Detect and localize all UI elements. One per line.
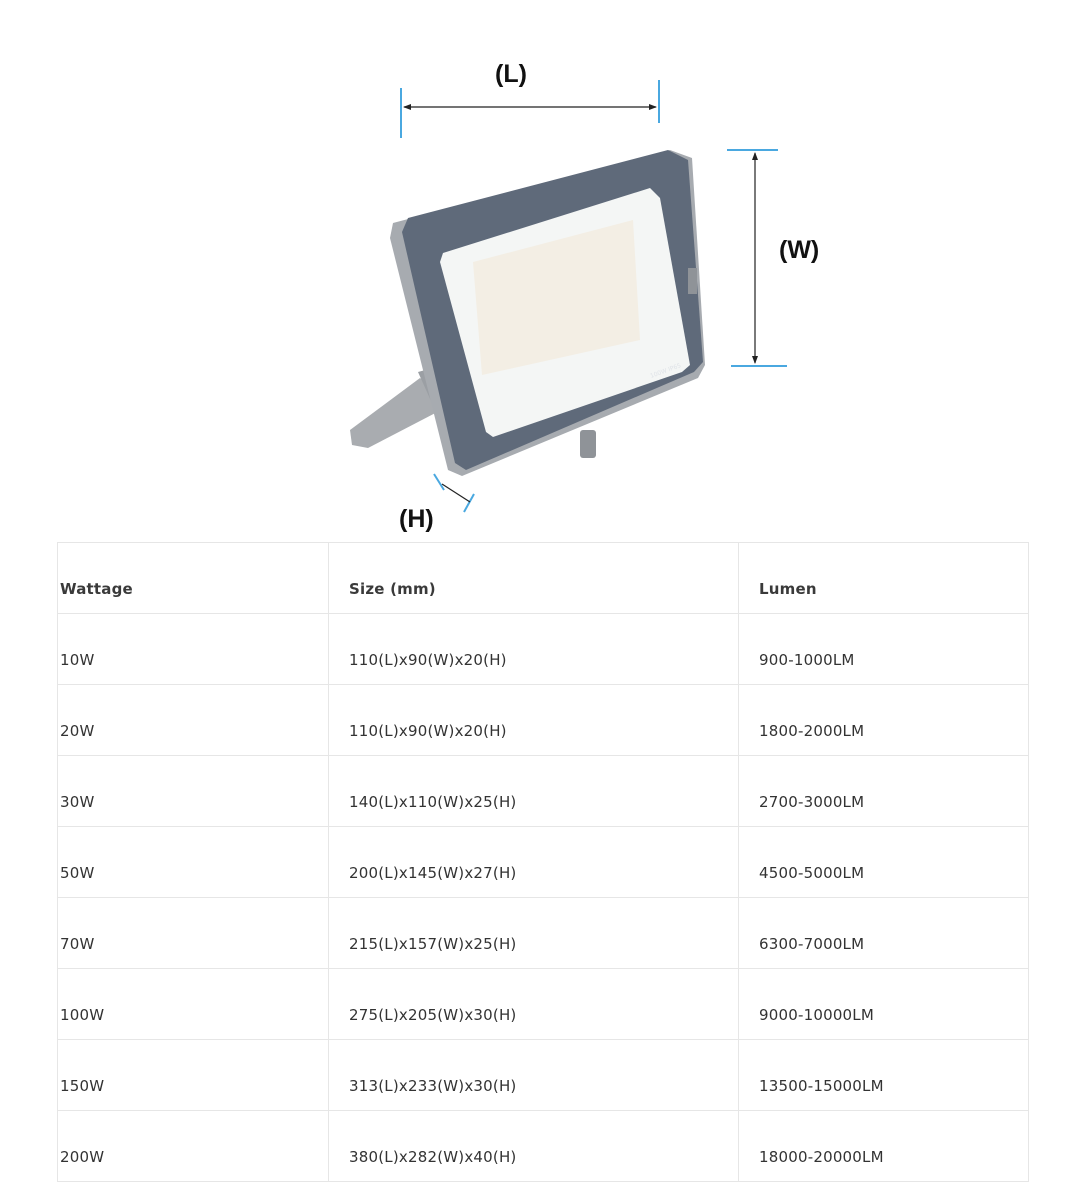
side-screw <box>688 268 697 294</box>
cell-lumen: 2700-3000LM <box>738 755 1029 827</box>
cell-wattage: 30W <box>57 755 329 827</box>
header-size: Size (mm) <box>328 542 739 614</box>
cell-wattage: 50W <box>57 826 329 898</box>
cell-lumen: 1800-2000LM <box>738 684 1029 756</box>
cell-wattage: 100W <box>57 968 329 1040</box>
height-dimension <box>433 473 475 513</box>
cell-size: 380(L)x282(W)x40(H) <box>328 1110 739 1182</box>
cell-size: 313(L)x233(W)x30(H) <box>328 1039 739 1111</box>
cell-size: 200(L)x145(W)x27(H) <box>328 826 739 898</box>
product-dimension-figure: 100W IP65 (L) (W) (H) <box>0 0 1080 540</box>
length-label: (L) <box>495 60 527 88</box>
table-header-row: Wattage Size (mm) Lumen <box>57 542 1029 614</box>
header-lumen: Lumen <box>738 542 1029 614</box>
width-label: (W) <box>779 236 820 264</box>
cell-wattage: 150W <box>57 1039 329 1111</box>
cable-gland <box>580 430 596 458</box>
cell-lumen: 9000-10000LM <box>738 968 1029 1040</box>
cell-wattage: 70W <box>57 897 329 969</box>
cell-wattage: 20W <box>57 684 329 756</box>
header-wattage: Wattage <box>57 542 329 614</box>
cell-wattage: 10W <box>57 613 329 685</box>
led-array <box>473 220 640 375</box>
cell-lumen: 4500-5000LM <box>738 826 1029 898</box>
cell-lumen: 18000-20000LM <box>738 1110 1029 1182</box>
cell-size: 215(L)x157(W)x25(H) <box>328 897 739 969</box>
cell-wattage: 200W <box>57 1110 329 1182</box>
floodlight-illustration: 100W IP65 <box>350 80 787 513</box>
cell-lumen: 13500-15000LM <box>738 1039 1029 1111</box>
cell-size: 110(L)x90(W)x20(H) <box>328 613 739 685</box>
width-dimension <box>727 149 787 367</box>
cell-lumen: 900-1000LM <box>738 613 1029 685</box>
height-label: (H) <box>399 505 434 533</box>
cell-size: 110(L)x90(W)x20(H) <box>328 684 739 756</box>
cell-size: 140(L)x110(W)x25(H) <box>328 755 739 827</box>
cell-lumen: 6300-7000LM <box>738 897 1029 969</box>
length-dimension <box>400 80 660 138</box>
cell-size: 275(L)x205(W)x30(H) <box>328 968 739 1040</box>
